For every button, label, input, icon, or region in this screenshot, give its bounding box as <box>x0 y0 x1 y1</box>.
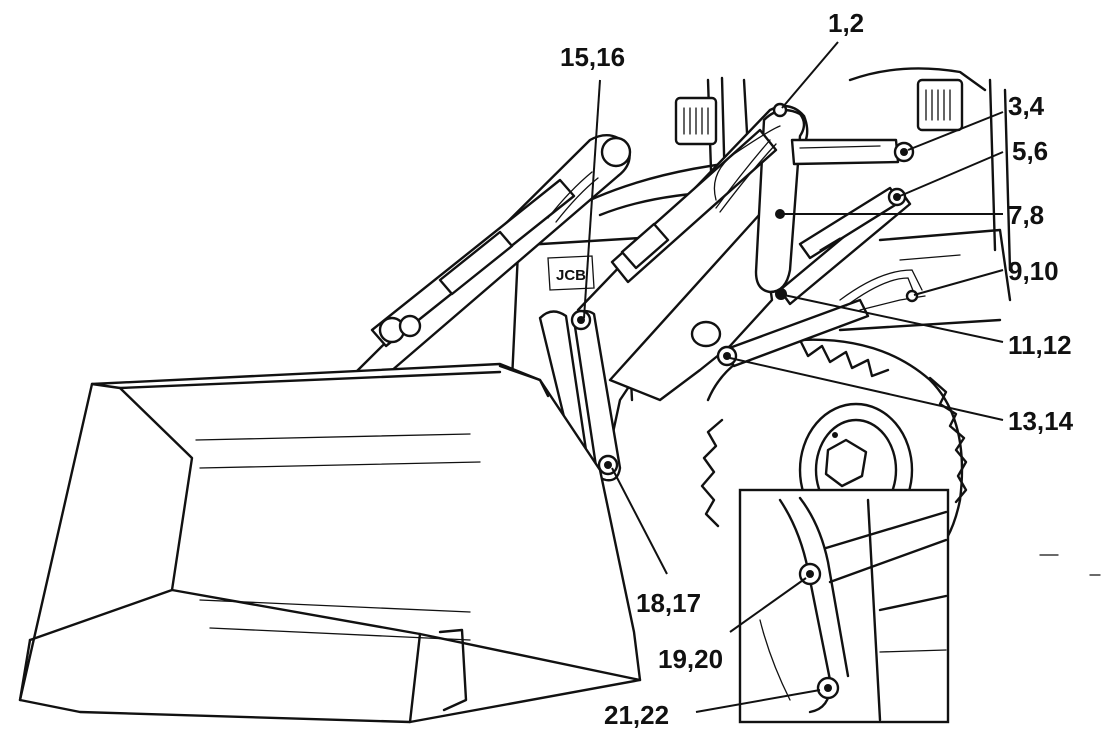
callout-19-20: 19,20 <box>658 644 723 674</box>
right-lift-arm <box>576 104 926 472</box>
callout-18-17: 18,17 <box>636 588 701 618</box>
inset-detail <box>738 488 950 724</box>
callout-5-6: 5,6 <box>1012 136 1048 166</box>
grease-points <box>570 102 919 476</box>
callout-1-2: 1,2 <box>828 8 864 38</box>
grease-point-11-12 <box>775 288 787 300</box>
grease-point-7-8 <box>775 209 785 219</box>
callout-labels: 1,2 3,4 5,6 7,8 9,10 11,12 13,14 15,16 1… <box>560 8 1074 730</box>
callout-3-4: 3,4 <box>1008 91 1045 121</box>
bucket <box>18 362 642 724</box>
callout-9-10: 9,10 <box>1008 256 1059 286</box>
leader-lines <box>583 41 1004 713</box>
callout-7-8: 7,8 <box>1008 200 1044 230</box>
callout-15-16: 15,16 <box>560 42 625 72</box>
jcb-logo: JCB <box>556 267 586 284</box>
callout-11-12: 11,12 <box>1008 330 1072 360</box>
callout-13-14: 13,14 <box>1008 406 1074 436</box>
grease-point-9-10 <box>905 289 919 303</box>
callout-21-22: 21,22 <box>604 700 669 729</box>
right-work-light-icon <box>916 78 964 132</box>
left-lift-arm <box>354 134 632 374</box>
